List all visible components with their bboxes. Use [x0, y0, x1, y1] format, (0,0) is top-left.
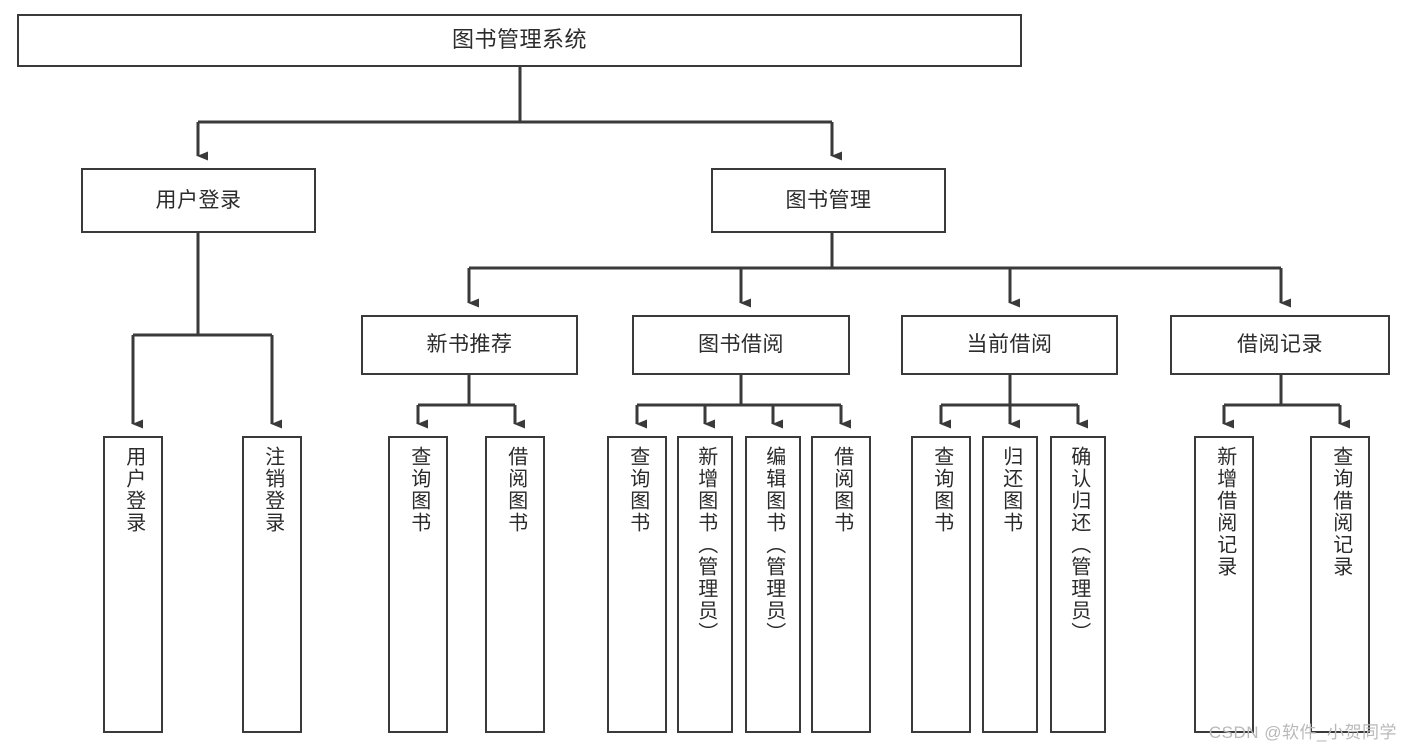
- node-label: 查询借阅记录: [1329, 446, 1352, 578]
- leaf-book-borrow-edit[interactable]: 编辑图书（管理员）: [745, 436, 801, 733]
- node-label: 图书借阅: [698, 333, 784, 357]
- node-label: 借阅图书: [504, 446, 527, 534]
- leaf-book-borrow-query[interactable]: 查询图书: [607, 436, 667, 733]
- node-label: 新增图书（管理员）: [694, 446, 717, 644]
- node-new-book-recommend[interactable]: 新书推荐: [361, 315, 578, 375]
- node-label: 查询图书: [407, 446, 430, 534]
- node-label: 查询图书: [626, 446, 649, 534]
- node-label: 新书推荐: [426, 333, 513, 357]
- node-label: 编辑图书（管理员）: [762, 446, 785, 644]
- leaf-current-borrow-confirm-return[interactable]: 确认归还（管理员）: [1050, 436, 1106, 733]
- leaf-user-login-login[interactable]: 用户登录: [103, 436, 163, 733]
- node-current-borrow[interactable]: 当前借阅: [901, 315, 1118, 375]
- node-root-system[interactable]: 图书管理系统: [17, 14, 1022, 67]
- node-book-management[interactable]: 图书管理: [711, 168, 946, 233]
- leaf-new-book-borrow[interactable]: 借阅图书: [485, 436, 545, 733]
- node-user-login[interactable]: 用户登录: [81, 168, 316, 233]
- node-label: 用户登录: [155, 188, 242, 212]
- node-label: 借阅记录: [1237, 333, 1323, 357]
- node-label: 新增借阅记录: [1213, 446, 1236, 578]
- leaf-borrow-record-query[interactable]: 查询借阅记录: [1310, 436, 1370, 733]
- node-borrow-record[interactable]: 借阅记录: [1170, 315, 1390, 375]
- node-label: 图书管理: [785, 188, 872, 212]
- node-label: 图书管理系统: [451, 27, 587, 53]
- node-label: 查询图书: [930, 446, 953, 534]
- leaf-current-borrow-return[interactable]: 归还图书: [982, 436, 1038, 733]
- node-label: 注销登录: [261, 446, 284, 534]
- leaf-book-borrow-borrow[interactable]: 借阅图书: [811, 436, 871, 733]
- leaf-current-borrow-query[interactable]: 查询图书: [911, 436, 971, 733]
- leaf-new-book-query[interactable]: 查询图书: [388, 436, 448, 733]
- leaf-book-borrow-add[interactable]: 新增图书（管理员）: [677, 436, 733, 733]
- node-label: 确认归还（管理员）: [1067, 446, 1090, 644]
- node-label: 当前借阅: [966, 333, 1053, 357]
- node-label: 用户登录: [122, 446, 145, 534]
- leaf-user-login-logout[interactable]: 注销登录: [242, 436, 302, 733]
- node-label: 归还图书: [999, 446, 1022, 534]
- node-book-borrow[interactable]: 图书借阅: [632, 315, 850, 375]
- leaf-borrow-record-add[interactable]: 新增借阅记录: [1194, 436, 1254, 733]
- node-label: 借阅图书: [830, 446, 853, 534]
